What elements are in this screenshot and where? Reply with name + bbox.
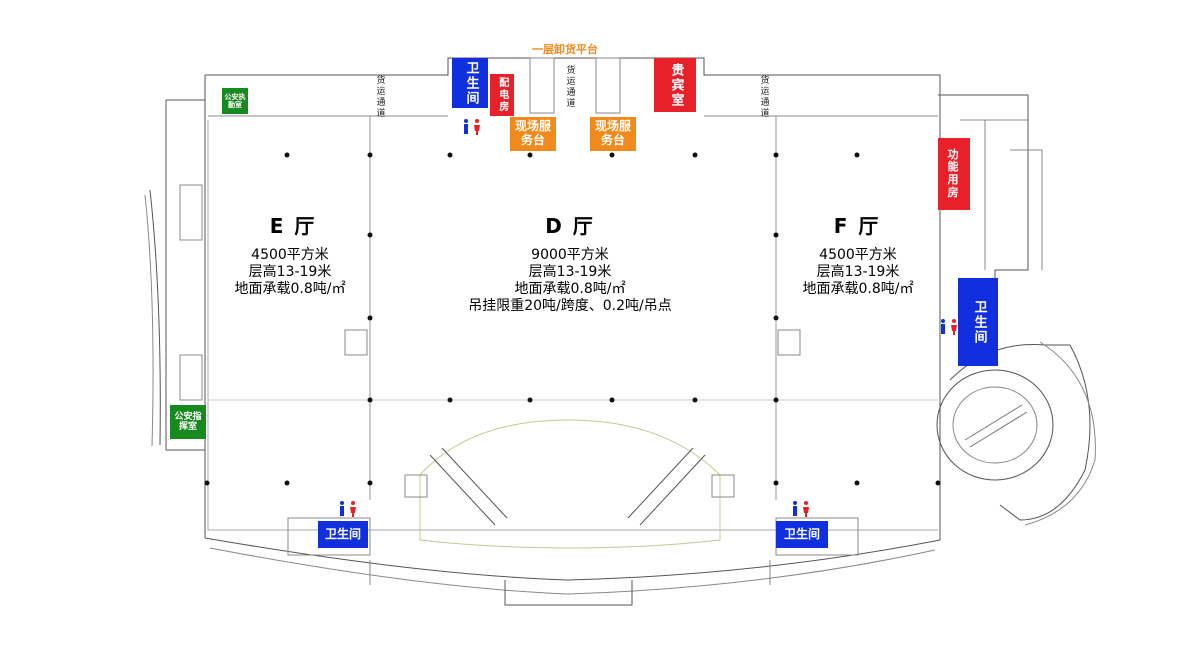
restroom-top: 卫生间 [452, 58, 488, 108]
hall-e-load: 地面承载0.8吨/㎡ [234, 281, 346, 297]
hall-f-info: 4500平方米 层高13-19米 地面承载0.8吨/㎡ [778, 247, 938, 298]
dock-title: 一层卸货平台 [532, 43, 598, 56]
hall-d-info: 9000平方米 层高13-19米 地面承载0.8吨/㎡ 吊挂限重20吨/跨度、0… [430, 247, 710, 315]
corridor-label-2: 货运通道 [566, 66, 576, 109]
function-room: 功能用房 [938, 138, 970, 210]
corridor-label-3: 货运通道 [760, 76, 770, 119]
hall-d-height: 层高13-19米 [528, 264, 612, 280]
corridor-label-1: 货运通道 [376, 76, 386, 119]
hall-f-area: 4500平方米 [819, 247, 897, 263]
restroom-icon [464, 119, 480, 135]
police-command-room: 公安指挥室 [170, 405, 206, 439]
restroom-icon [793, 501, 809, 517]
hall-d-area: 9000平方米 [531, 247, 609, 263]
hall-d-name: D 厅 [545, 214, 595, 238]
restroom-bottom-right: 卫生间 [776, 521, 828, 548]
hall-d-rigging: 吊挂限重20吨/跨度、0.2吨/吊点 [468, 298, 672, 314]
restroom-bottom-left: 卫生间 [318, 521, 368, 548]
hall-e-info: 4500平方米 层高13-19米 地面承载0.8吨/㎡ [210, 247, 370, 298]
service-desk-2: 现场服务台 [590, 117, 636, 151]
police-duty-room: 公安执勤室 [222, 88, 248, 114]
hall-e-name: E 厅 [269, 214, 317, 238]
service-desk-1: 现场服务台 [510, 117, 556, 151]
hall-f-height: 层高13-19米 [816, 264, 900, 280]
power-room: 配电房 [490, 74, 514, 116]
hall-f-name: F 厅 [833, 214, 881, 238]
hall-d-load: 地面承载0.8吨/㎡ [514, 281, 626, 297]
restroom-icon [941, 319, 957, 335]
vip-room: 贵宾室 [654, 58, 696, 112]
hall-f-load: 地面承载0.8吨/㎡ [802, 281, 914, 297]
restroom-right: 卫生间 [958, 278, 998, 366]
restroom-icon [340, 501, 356, 517]
hall-e-height: 层高13-19米 [248, 264, 332, 280]
hall-e-area: 4500平方米 [251, 247, 329, 263]
